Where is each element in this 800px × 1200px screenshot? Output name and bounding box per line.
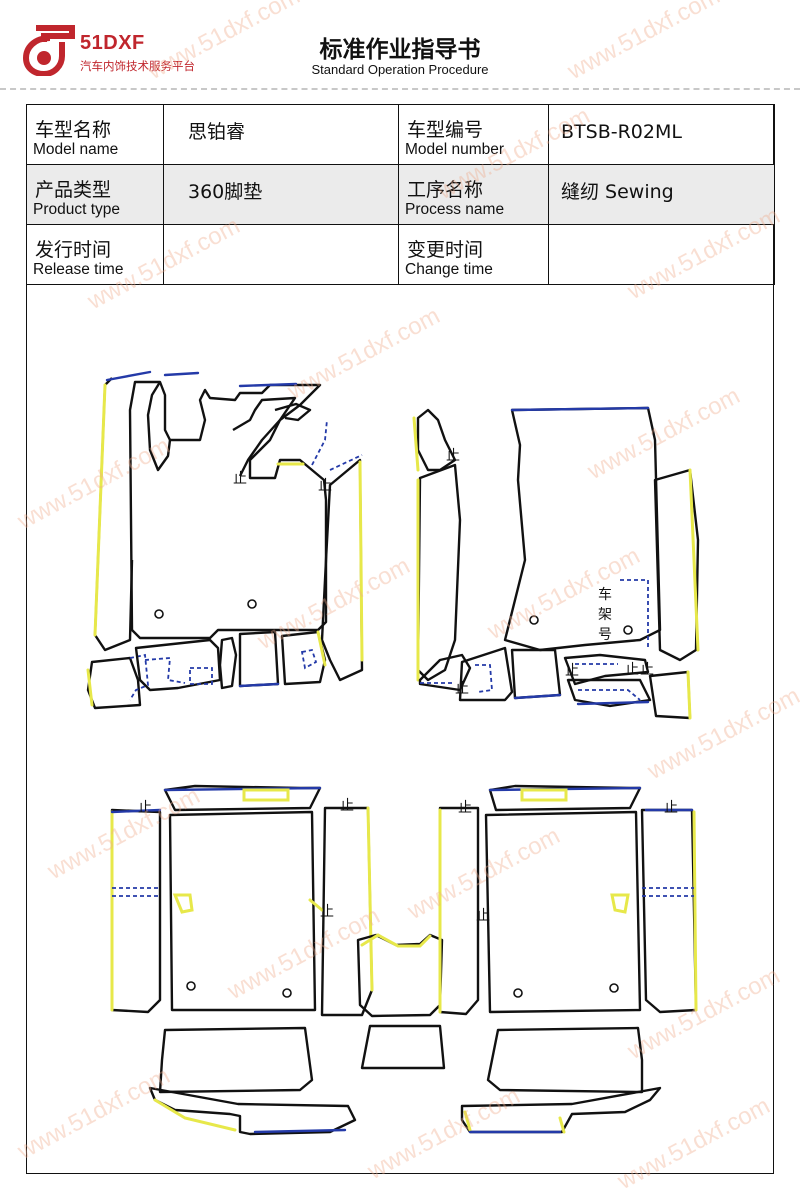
hole (529, 615, 539, 625)
info-row-product: 产品类型 Product type 360脚垫 工序名称 Process nam… (26, 164, 775, 225)
front-right-mat: 车 架 号 止 止 止 止 止 (412, 406, 700, 720)
model-number-label-cn: 车型编号 (407, 119, 484, 141)
label-cell: 发行时间 Release time (26, 224, 164, 285)
release-time-label-cn: 发行时间 (35, 239, 112, 261)
stop-mark: 止 (320, 904, 334, 920)
stop-mark: 止 (446, 448, 460, 464)
rear-center-mat (356, 933, 446, 1070)
stop-mark: 止 (458, 800, 472, 816)
model-name-label-cn: 车型名称 (35, 119, 112, 141)
frame-number-label: 号 (598, 627, 612, 643)
brand-subtitle: 汽车内饰技术服务平台 (80, 59, 195, 73)
value-cell (163, 224, 399, 285)
model-number-label-en: Model number (405, 141, 505, 158)
front-left-mat: 止 止 (86, 370, 364, 710)
page-title: 标准作业指导书 (319, 37, 481, 63)
hole (154, 609, 164, 619)
value-cell: BTSB-R02ML (548, 104, 775, 165)
page-subtitle: Standard Operation Procedure (311, 62, 489, 77)
value-cell: 360脚垫 (163, 164, 399, 225)
info-table: 车型名称 Model name 思铂睿 车型编号 Model number BT… (26, 104, 775, 285)
stop-mark: 止 (476, 908, 490, 924)
model-name-label-en: Model name (33, 141, 119, 158)
header-divider (0, 88, 800, 90)
release-time-label-en: Release time (33, 261, 124, 278)
hole (609, 983, 619, 993)
stop-mark: 止 (565, 663, 579, 679)
info-row-model: 车型名称 Model name 思铂睿 车型编号 Model number BT… (26, 104, 775, 165)
model-number-value: BTSB-R02ML (561, 121, 682, 143)
stop-mark: 止 (138, 800, 152, 816)
hole (247, 599, 257, 609)
hole (282, 988, 292, 998)
label-cell: 产品类型 Product type (26, 164, 164, 225)
product-type-label-en: Product type (33, 201, 121, 218)
process-name-label-cn: 工序名称 (407, 179, 484, 201)
stop-mark: 止 (664, 800, 678, 816)
frame-number-label: 架 (598, 607, 612, 623)
stop-mark: 止 (455, 681, 469, 697)
hole (186, 981, 196, 991)
value-cell: 缝纫 Sewing (548, 164, 775, 225)
stop-mark: 止 (625, 662, 639, 678)
product-type-value: 360脚垫 (188, 181, 263, 203)
hole (623, 625, 633, 635)
label-cell: 工序名称 Process name (398, 164, 549, 225)
product-type-label-cn: 产品类型 (35, 179, 112, 201)
process-name-label-en: Process name (405, 201, 505, 218)
frame-number-label: 车 (598, 586, 612, 603)
hole (513, 988, 523, 998)
stop-mark: 止 (640, 662, 654, 678)
process-name-value: 缝纫 Sewing (561, 181, 674, 203)
stop-mark: 止 (340, 798, 354, 814)
brand-name: 51DXF (80, 32, 145, 54)
change-time-label-cn: 变更时间 (407, 239, 484, 261)
label-cell: 车型编号 Model number (398, 104, 549, 165)
info-row-time: 发行时间 Release time 变更时间 Change time (26, 224, 775, 285)
model-name-value: 思铂睿 (188, 121, 246, 143)
value-cell (548, 224, 775, 285)
stop-mark: 止 (233, 471, 247, 487)
rear-right-mat: 止 止 止 (438, 784, 698, 1134)
brand-logo (22, 25, 75, 76)
stop-mark: 止 (318, 478, 332, 494)
rear-left-mat: 止 止 止 (110, 784, 374, 1136)
label-cell: 变更时间 Change time (398, 224, 549, 285)
change-time-label-en: Change time (405, 261, 493, 278)
